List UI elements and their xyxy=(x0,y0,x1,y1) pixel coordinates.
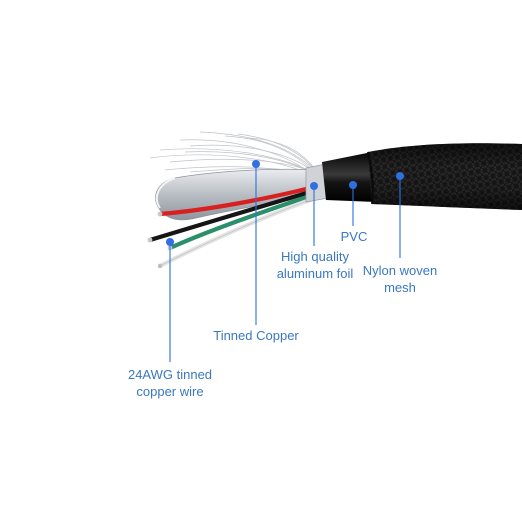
label-nylon-line1: Nylon woven xyxy=(355,262,445,279)
label-nylon-line2: mesh xyxy=(355,279,445,296)
label-foil-line1: High quality xyxy=(267,248,363,265)
label-nylon-woven-mesh: Nylon woven mesh xyxy=(355,262,445,296)
dot-wire xyxy=(166,238,174,246)
pvc-jacket xyxy=(322,152,376,202)
label-wire-line1: 24AWG tinned xyxy=(120,366,220,383)
dot-copper xyxy=(252,160,260,168)
label-tinned-copper: Tinned Copper xyxy=(206,327,306,344)
label-24awg-wire: 24AWG tinned copper wire xyxy=(120,366,220,400)
label-copper-text: Tinned Copper xyxy=(206,327,306,344)
nylon-woven-jacket xyxy=(368,143,522,210)
label-wire-line2: copper wire xyxy=(120,383,220,400)
label-foil-line2: aluminum foil xyxy=(267,265,363,282)
dot-pvc xyxy=(349,181,357,189)
label-pvc: PVC xyxy=(334,228,374,245)
dot-foil xyxy=(310,182,318,190)
label-pvc-text: PVC xyxy=(334,228,374,245)
label-aluminum-foil: High quality aluminum foil xyxy=(267,248,363,282)
dot-nylon xyxy=(396,172,404,180)
